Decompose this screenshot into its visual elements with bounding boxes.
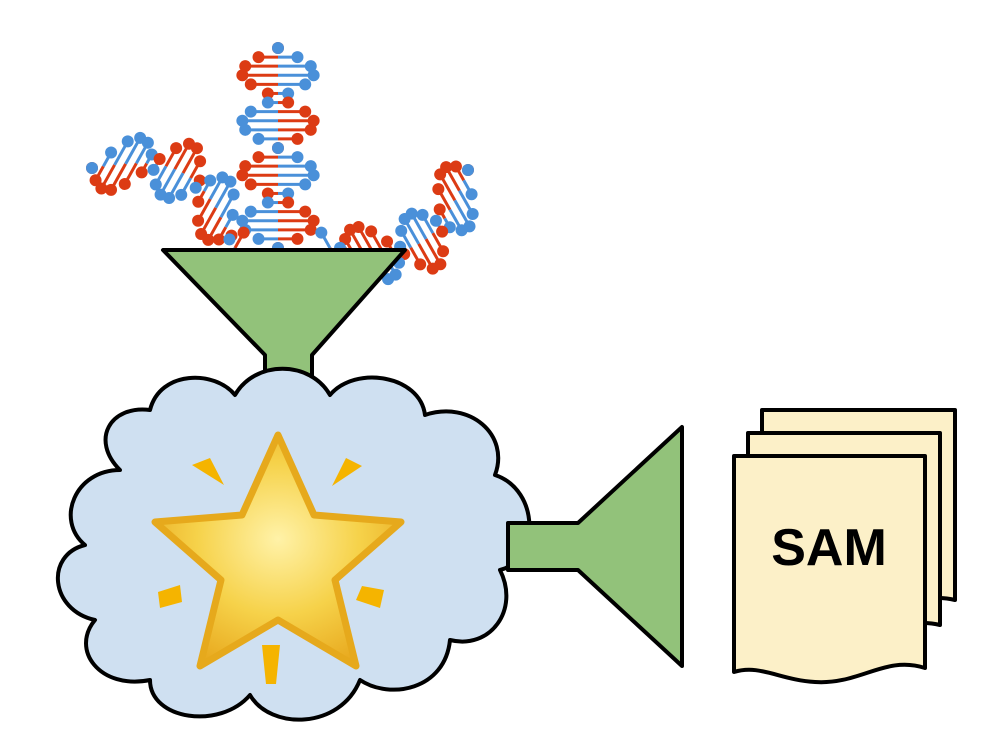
dna-bead [282,196,295,209]
dna-bead [236,214,249,227]
dna-bead [236,114,249,127]
dna-bead [398,212,411,225]
dna-bead [223,233,236,246]
dna-bead [272,142,284,154]
dna-bead [432,183,445,196]
dna-bead [299,105,312,118]
dna-bead [147,163,160,176]
dna-bead [224,175,237,188]
dna-bead [282,87,295,100]
dna-bead [239,123,252,136]
dna-bead [299,178,312,191]
output-funnel-icon [506,425,684,668]
dna-bead [244,205,257,218]
dna-bead [449,160,462,173]
star-icon [151,431,405,670]
dna-bead [118,177,131,190]
dna-bead [434,168,447,181]
dna-bead [382,273,395,286]
dna-bead [465,188,478,201]
dna-bead [212,233,225,246]
dna-bead [252,132,265,145]
dna-bead [192,195,205,208]
dna-bead [121,135,134,148]
dna-bead [227,188,240,201]
dna-bead [204,174,217,187]
dna-bead [194,155,207,168]
dna-bead [304,160,317,173]
dna-bead [291,132,304,145]
dna-bead [135,166,148,179]
dna-bead [239,160,252,173]
dna-bead [261,96,274,109]
dna-bead [304,60,317,73]
dna-bead [244,78,257,91]
dna-bead [344,223,357,236]
dna-bead [365,225,378,238]
dna-bead [437,245,450,258]
dna-bead [339,232,352,245]
dna-bead [272,42,284,54]
dna-bead [315,226,328,239]
dna-bead [307,214,320,227]
dna-bead [455,224,468,237]
dna-bead [307,114,320,127]
dna-bead [192,214,205,227]
dna-bead [429,214,442,227]
dna-bead [282,187,295,200]
dna-icon [86,42,479,286]
dna-bead [239,60,252,73]
dna-bead [244,105,257,118]
dna-bead [149,178,162,191]
dna-bead [304,123,317,136]
dna-bead [244,178,257,191]
dna-bead [299,78,312,91]
dna-bead [190,142,203,155]
dna-bead [252,151,265,164]
dna-bead [261,187,274,200]
dna-bead [304,223,317,236]
dna-bead [282,96,295,109]
dna-bead [381,235,394,248]
dna-bead [189,181,202,194]
dna-bead [261,196,274,209]
document-stack-icon: SAM [732,408,957,685]
dna-bead [105,146,118,159]
dna-bead [436,225,449,238]
dna-bead [307,169,320,182]
dna-bead [86,162,98,174]
dna-bead [175,188,188,201]
dna-bead [299,205,312,218]
dna-bead [307,69,320,82]
dna-bead [433,203,446,216]
dna-bead [226,208,239,221]
dna-bead [252,232,265,245]
dna-bead [141,136,154,149]
dna-bead [414,258,427,271]
spark-icon [158,458,384,684]
dna-bead [236,69,249,82]
dna-bead [237,226,250,239]
dna-bead [252,51,265,64]
dna-bead [426,262,439,275]
dna-bead [202,233,215,246]
dna-bead [95,182,108,195]
dna-bead [236,169,249,182]
dna-bead [170,142,183,155]
dna-bead [153,152,166,165]
dna-bead [291,51,304,64]
dna-bead [291,232,304,245]
dna-bead [291,151,304,164]
document-label: SAM [771,519,887,577]
dna-bead [261,87,274,100]
dna-bead [163,191,176,204]
dna-bead [416,208,429,221]
dna-bead [466,208,479,221]
dna-bead [395,224,408,237]
dna-bead [105,183,118,196]
dna-bead [462,164,474,176]
